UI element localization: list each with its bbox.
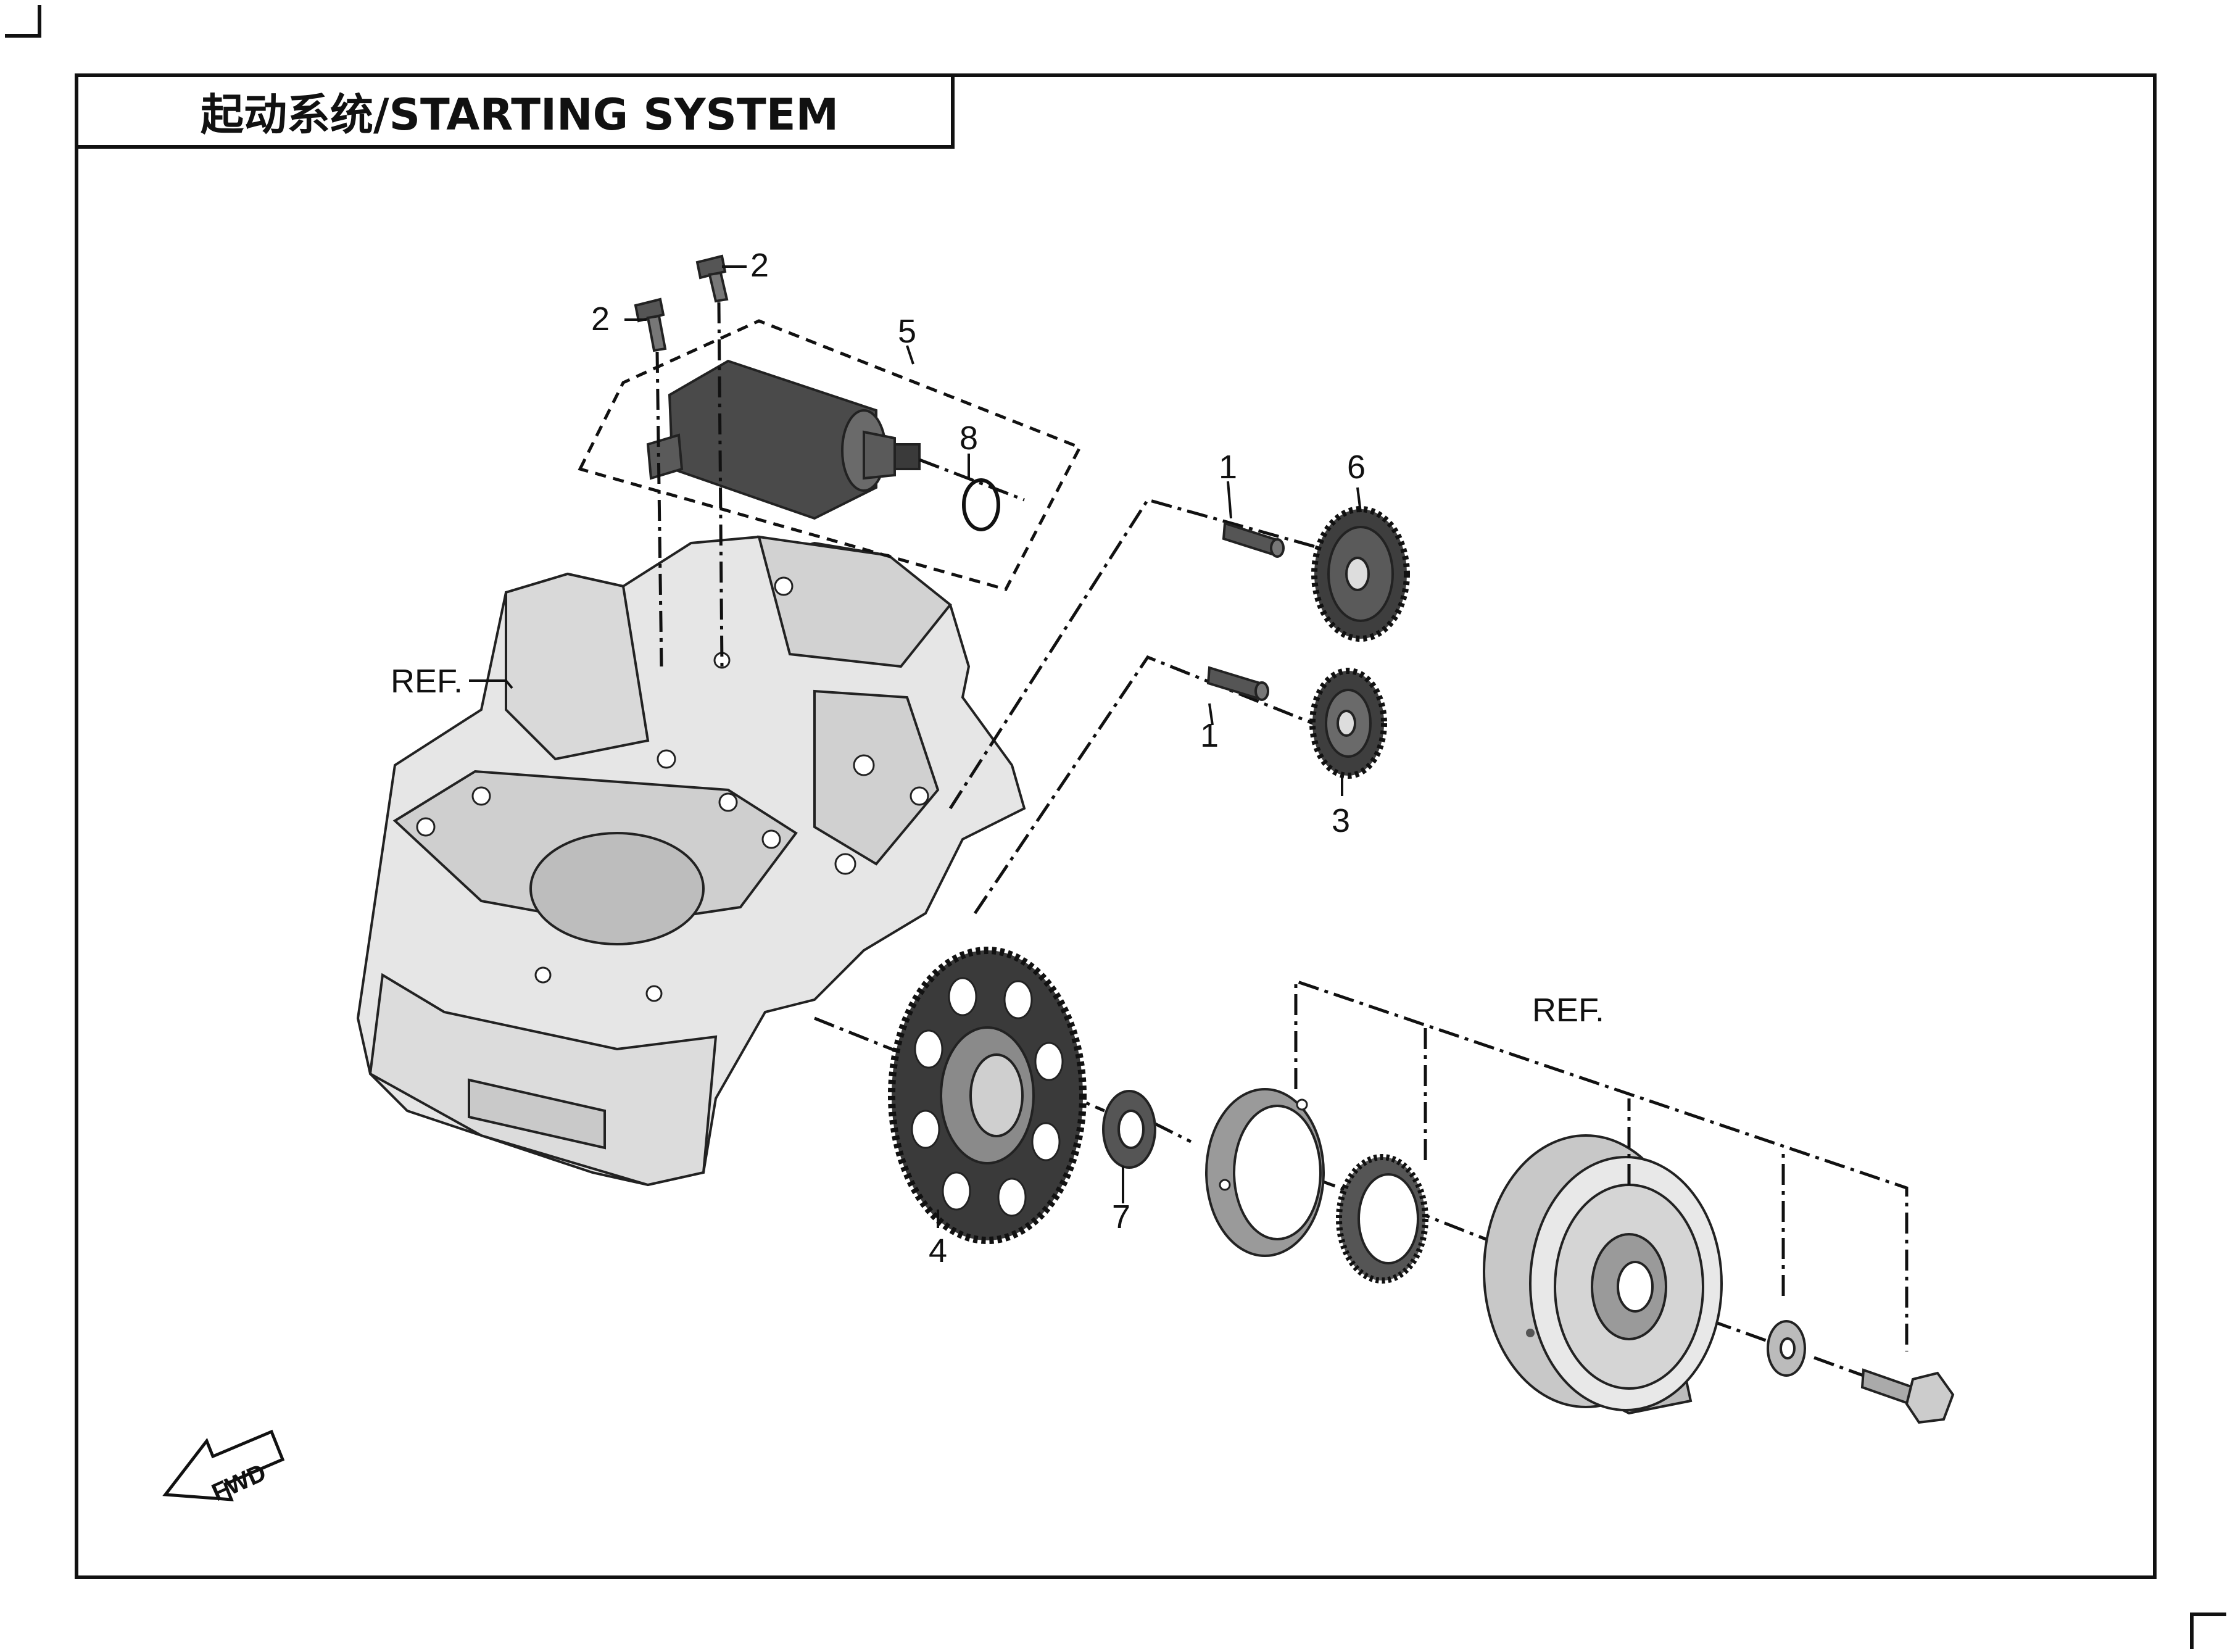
idle-gear-upper [1311,506,1410,642]
diagram-frame [75,73,2157,1579]
callout-washer: 7 [1112,1198,1130,1235]
starter-motor-dashed-outline [578,319,1082,591]
flywheel-washer [1767,1320,1806,1377]
flywheel-ref-bracket [1294,979,1909,1351]
starter-driven-gear [888,947,1087,1244]
fwd-arrow: FWD [162,1429,285,1506]
idle-gear-lower [1309,668,1387,779]
callout-shaft-upper: 1 [1219,449,1237,486]
callout-ref-crankcase: REF. [391,663,463,700]
starter-center-lines [655,302,1025,667]
flywheel-bolt [1860,1368,1955,1424]
bolt-a [634,297,667,352]
callout-starter-motor: 5 [898,313,916,350]
starter-motor [646,359,921,520]
one-way-clutch [1336,1154,1428,1284]
callout-starter-driven-gear: 4 [929,1232,947,1269]
callout-shaft-lower: 1 [1200,717,1219,754]
callout-leaders [624,265,1362,1228]
callout-idle-gear-lower: 3 [1332,802,1350,839]
title-box [75,73,955,149]
washer [1102,1090,1156,1169]
crop-mark-top-left [5,5,41,38]
callout-o-ring: 8 [960,420,978,457]
crop-marks [5,5,2226,1649]
crop-mark-bottom-right [2190,1613,2226,1649]
idle-shaft-upper [1222,521,1285,558]
bolt-b [695,254,729,303]
callout-ref-flywheel: REF. [1532,992,1604,1029]
flywheel [1483,1134,1723,1415]
crankcase [356,535,1026,1187]
callout-bolt-a: 2 [591,301,610,338]
page-title: 起动系统/STARTING SYSTEM [201,89,839,140]
callout-bolt-b: 2 [750,247,769,284]
idle-lower-axis [973,655,1333,915]
idle-upper-axis [948,498,1358,810]
clutch-outer-ring [1205,1088,1325,1257]
o-ring [962,478,1000,531]
idle-shaft-lower [1206,666,1269,701]
ref-crankcase-leader [469,679,513,689]
callout-idle-gear-upper: 6 [1347,449,1366,486]
